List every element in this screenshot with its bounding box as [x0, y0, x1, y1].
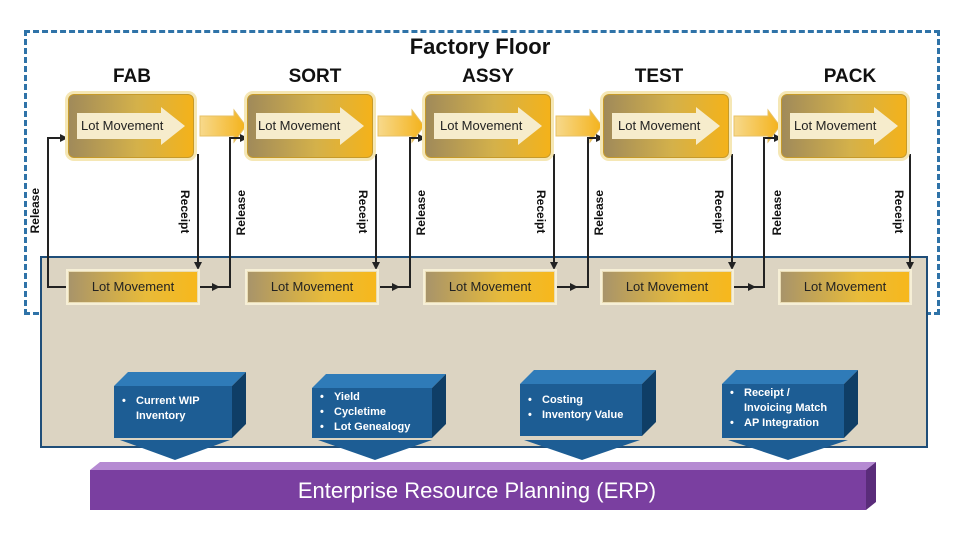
release-label-3: Release [414, 190, 428, 236]
erp-item: Cycletime [320, 405, 434, 420]
stage-label-assy: ASSY [462, 66, 514, 87]
stage-label-fab: FAB [113, 66, 151, 87]
erp-item: Inventory Value [528, 408, 642, 423]
bottom-lot-movement-fab: Lot Movement [68, 271, 198, 303]
top-lot-movement-assy: Lot Movement [425, 94, 551, 158]
erp-item: Lot Genealogy [320, 420, 434, 435]
stage-label-sort: SORT [288, 66, 342, 87]
erp-bar-label: Enterprise Resource Planning (ERP) [297, 478, 657, 503]
top-lot-movement-label: Lot Movement [794, 118, 877, 133]
erp-item: Invoicing Match [744, 402, 828, 414]
erp-item: Inventory [136, 410, 186, 422]
erp-box-receipt: Receipt / Invoicing Match AP Integration [730, 386, 846, 431]
bottom-lot-movement-sort: Lot Movement [247, 271, 377, 303]
top-lot-movement-label: Lot Movement [258, 118, 341, 133]
release-label-1: Release [28, 188, 42, 234]
release-label-4: Release [592, 190, 606, 236]
top-lot-movement-fab: Lot Movement [68, 94, 194, 158]
arrow-icon [612, 107, 720, 145]
receipt-label-1: Receipt [178, 190, 192, 234]
top-lot-movement-label: Lot Movement [81, 118, 164, 133]
release-line-1 [47, 134, 68, 288]
bottom-lot-movement-label: Lot Movement [448, 279, 532, 294]
bottom-lot-movement-test: Lot Movement [602, 271, 732, 303]
stage-label-test: TEST [634, 66, 684, 87]
erp-bar-shape [90, 462, 876, 510]
arrow-icon [77, 107, 185, 145]
receipt-label-4: Receipt [712, 190, 726, 234]
arrow-icon [434, 107, 542, 145]
arrow-icon [790, 107, 898, 145]
erp-box-wip: Current WIP Inventory [122, 394, 232, 424]
bottom-lot-movement-label: Lot Movement [803, 279, 887, 294]
stage-label-pack: PACK [823, 66, 877, 87]
arrow-icon [256, 107, 364, 145]
bottom-lot-movement-label: Lot Movement [625, 279, 709, 294]
factory-floor-title: Factory Floor [409, 34, 551, 59]
erp-box-yield: Yield Cycletime Lot Genealogy [320, 390, 434, 435]
top-lot-movement-label: Lot Movement [440, 118, 523, 133]
top-lot-movement-pack: Lot Movement [781, 94, 907, 158]
erp-item: Receipt / [730, 386, 846, 401]
receipt-label-2: Receipt [356, 190, 370, 234]
release-label-5: Release [770, 190, 784, 236]
erp-item: Current WIP [122, 394, 232, 409]
bottom-lot-movement-label: Lot Movement [270, 279, 354, 294]
top-lot-movement-test: Lot Movement [603, 94, 729, 158]
erp-item: Yield [320, 390, 434, 405]
top-lot-movement-sort: Lot Movement [247, 94, 373, 158]
bottom-lot-movement-pack: Lot Movement [780, 271, 910, 303]
receipt-label-3: Receipt [534, 190, 548, 234]
bottom-lot-movement-label: Lot Movement [91, 279, 175, 294]
receipt-label-5: Receipt [892, 190, 906, 234]
erp-item: Costing [528, 393, 642, 408]
top-lot-movement-label: Lot Movement [618, 118, 701, 133]
bottom-lot-movement-assy: Lot Movement [425, 271, 555, 303]
release-label-2: Release [234, 190, 248, 236]
erp-item: AP Integration [730, 416, 846, 431]
erp-box-costing: Costing Inventory Value [528, 393, 642, 423]
